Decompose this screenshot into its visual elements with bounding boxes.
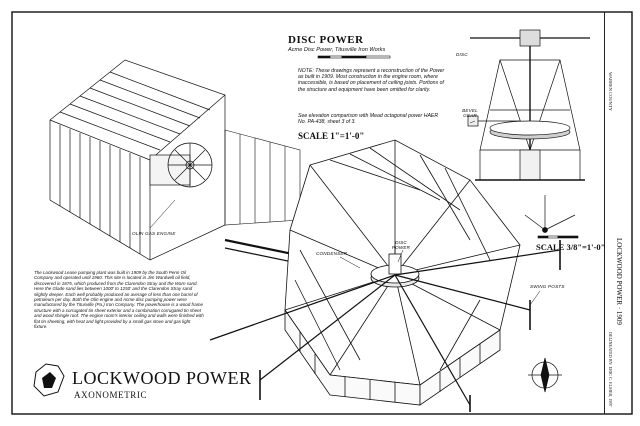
sheet-border [11,11,633,415]
title-block-location: WARREN COUNTY [608,72,613,111]
title-block-delineator: DELINEATED BY: ERIC C. ELMER, 1997 [608,332,613,407]
scale-right: SCALE 3/8"=1'-0" [536,242,606,252]
north-arrow [528,357,562,393]
label-disc: DISC [456,52,468,57]
disc-detail-note: NOTE: These drawings represent a reconst… [298,68,445,93]
callout-oil-gas-engine: OLIN GAS ENGINE [132,231,176,236]
callout-swing-posts: SWING POSTS [530,284,565,289]
octagonal-powerhouse [209,139,561,412]
title-block: LOCKWOOD POWER · 1909 WARREN COUNTY DELI… [604,12,633,414]
disc-detail-subheading: Acme Disc Power, Titusville Iron Works [288,47,386,53]
lockwood-logo-mark [33,363,65,397]
disc-detail-scale: SCALE 1"=1'-0" [298,131,365,141]
callout-condenser: CONDENSER [316,251,348,256]
label-bevel-gear: BEVEL GEAR [462,108,478,118]
disc-detail-heading: DISC POWER [288,34,364,46]
scale-bar-top [317,55,391,59]
linkage-detail [524,195,576,233]
callout-disc-power: DISC POWER [391,240,411,250]
engine-room-building [49,59,226,261]
callout-leaders [149,120,541,306]
site-description: The Lockwood Lease pumping plant was bui… [34,270,204,330]
scale-bar-right [537,235,579,239]
disc-detail-see-also: See elevation comparison with Mead octag… [298,113,439,126]
disc-elevation-detail [467,29,590,181]
drawing-subtitle: AXONOMETRIC [74,390,148,400]
title-block-project: LOCKWOOD POWER · 1909 [615,238,623,325]
drawing-title: LOCKWOOD POWER [72,368,252,388]
